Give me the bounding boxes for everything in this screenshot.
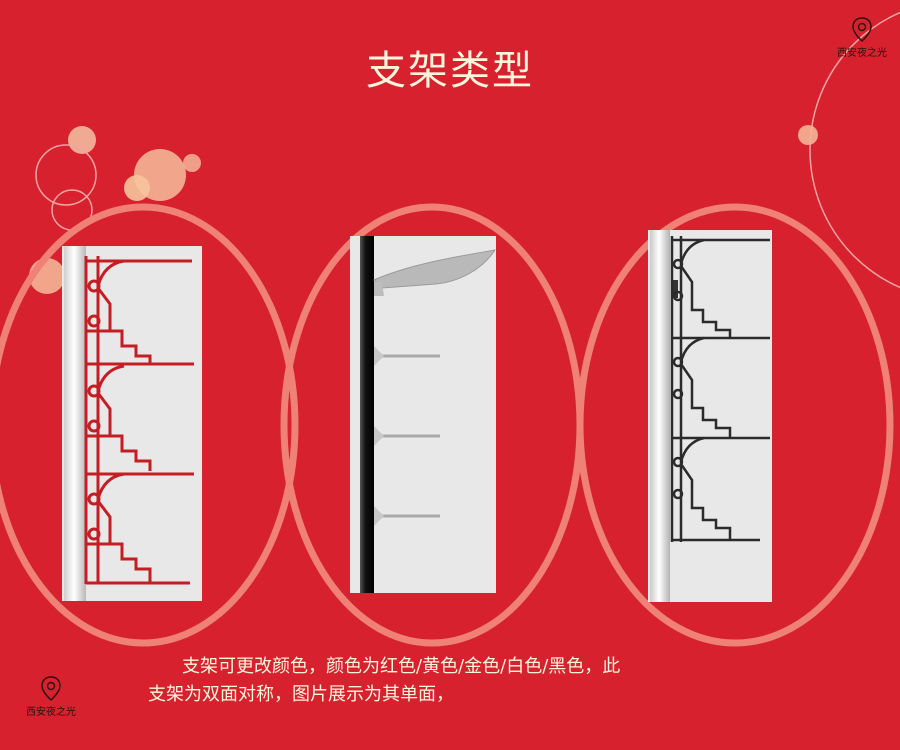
logo-text: 西安夜之光 — [26, 707, 76, 718]
red-bracket-photo — [62, 246, 202, 601]
logo-icon — [852, 17, 872, 43]
logo-bottom-left: 西安夜之光 — [21, 676, 81, 718]
black-bracket-photo — [648, 230, 772, 602]
page-title: 支架类型 — [366, 48, 534, 94]
logo-text: 西安夜之光 — [837, 48, 887, 59]
description-caption: 支架可更改颜色，颜色为红色/黄色/金色/白色/黑色，此 支架为双面对称，图片展示… — [148, 653, 748, 709]
curved-arm-bracket-photo — [350, 236, 496, 593]
caption-line-1: 支架可更改颜色，颜色为红色/黄色/金色/白色/黑色，此 — [182, 656, 621, 677]
caption-line-2: 支架为双面对称，图片展示为其单面， — [148, 684, 454, 705]
logo-icon — [41, 676, 61, 702]
logo-top-right: 西安夜之光 — [832, 17, 892, 59]
